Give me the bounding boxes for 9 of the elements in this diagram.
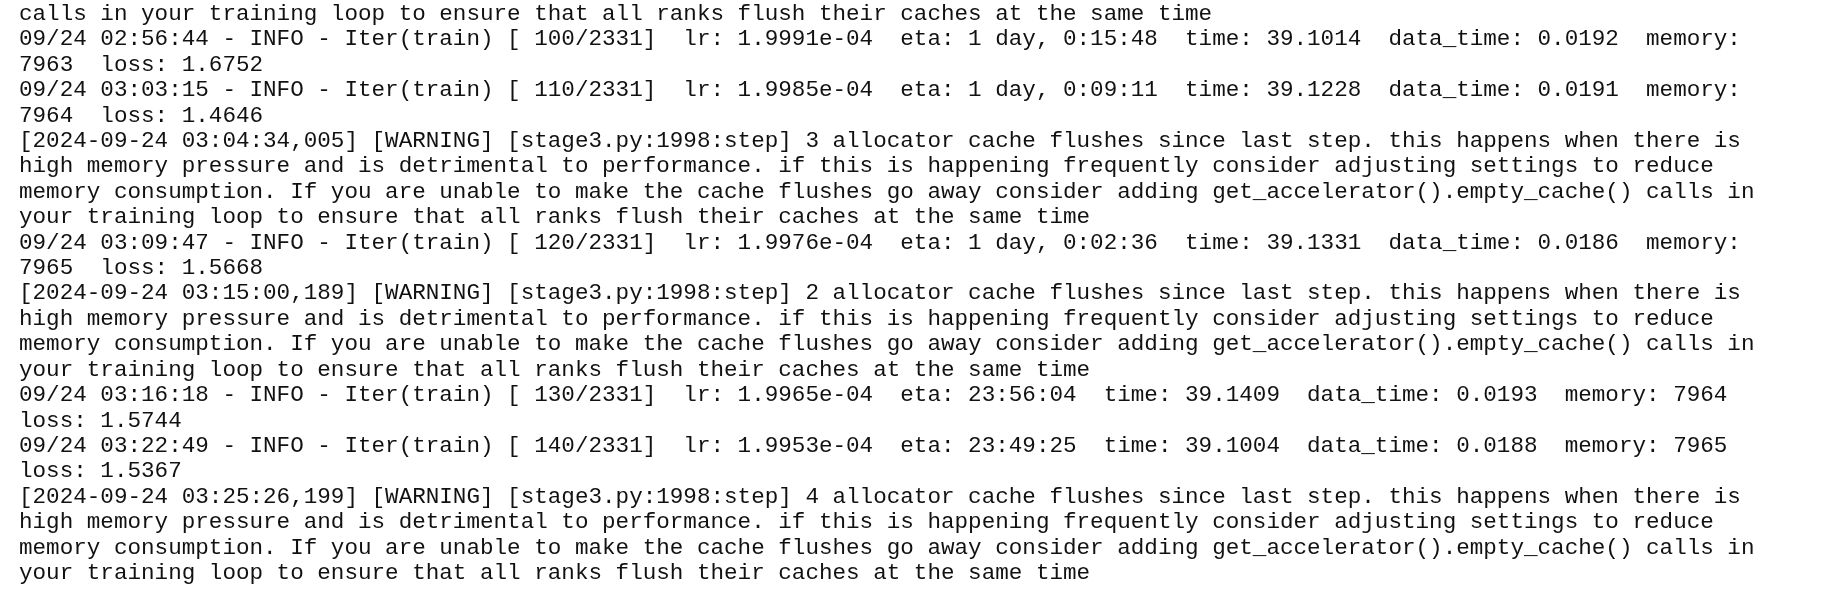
log-entry: 09/24 03:03:15 - INFO - Iter(train) [ 110/2331] lr: 1.9985e-04 eta: 1 day, 0:09:11 time: 39.1228 data_time: 0.0191 memory: 7964 loss: 1.4646 [19, 78, 1742, 130]
log-entry: [2024-09-24 03:25:26,199] [WARNING] [stage3.py:1998:step] 4 allocator cache flushes since last step. this happens when there is high memory pressure and is detrimental to performance. if this is happening frequently consider adjusting settings to reduce memory consumption. If you are unable to make the cache flushes go away consider adding get_accelerator().empty_cache() calls in your training loop to ensure that all ranks flush their caches at the same time [19, 484, 1755, 587]
log-entry: 09/24 02:56:44 - INFO - Iter(train) [ 100/2331] lr: 1.9991e-04 eta: 1 day, 0:15:48 time: 39.1014 data_time: 0.0192 memory: 7963 loss: 1.6752 [19, 27, 1742, 79]
log-entry: 09/24 03:09:47 - INFO - Iter(train) [ 120/2331] lr: 1.9976e-04 eta: 1 day, 0:02:36 time: 39.1331 data_time: 0.0186 memory: 7965 loss: 1.5668 [19, 230, 1742, 282]
log-entry: calls in your training loop to ensure that all ranks flush their caches at the same time [19, 2, 1214, 28]
log-entry: 09/24 03:16:18 - INFO - Iter(train) [ 130/2331] lr: 1.9965e-04 eta: 23:56:04 time: 39.1409 data_time: 0.0193 memory: 7964 loss: 1.5744 [19, 383, 1729, 434]
log-entry: [2024-09-24 03:04:34,005] [WARNING] [stage3.py:1998:step] 3 allocator cache flushes since last step. this happens when there is high memory pressure and is detrimental to performance. if this is happening frequently consider adjusting settings to reduce memory consumption. If you are unable to make the cache flushes go away consider adding get_accelerator().empty_cache() calls in your training loop to ensure that all ranks flush their caches at the same time [19, 129, 1755, 231]
log-entry: 09/24 03:22:49 - INFO - Iter(train) [ 140/2331] lr: 1.9953e-04 eta: 23:49:25 time: 39.1004 data_time: 0.0188 memory: 7965 loss: 1.5367 [19, 433, 1729, 485]
log-entry: [2024-09-24 03:15:00,189] [WARNING] [stage3.py:1998:step] 2 allocator cache flushes since last step. this happens when there is high memory pressure and is detrimental to performance. if this is happening frequently consider adjusting settings to reduce memory consumption. If you are unable to make the cache flushes go away consider adding get_accelerator().empty_cache() calls in your training loop to ensure that all ranks flush their caches at the same time [19, 281, 1755, 384]
